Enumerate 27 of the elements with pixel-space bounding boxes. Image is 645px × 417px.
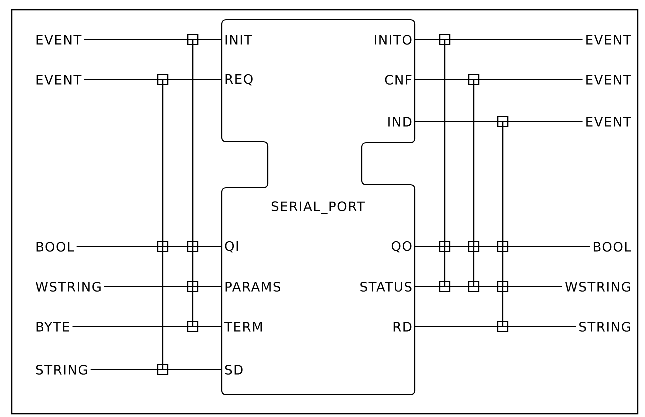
with-association-line [415,116,509,333]
port-label: CNF [385,75,412,85]
type-label: EVENT [586,117,632,127]
port-label: RD [394,322,412,332]
type-label: STRING [580,322,630,332]
port-label: INIT [226,35,252,45]
port-label: TERM [224,322,262,332]
type-label: EVENT [586,35,632,45]
port-label: REQ [226,74,253,86]
type-label: EVENT [36,35,82,45]
type-label: EVENT [36,75,82,85]
type-label: EVENT [586,75,632,85]
port-label: STATUS [360,282,412,292]
type-label: STRING [36,365,88,375]
port-label: SD [225,365,243,375]
port-label: QI [225,241,238,253]
port-label: QO [392,241,412,253]
port-label: INITO [375,35,412,45]
port-label: IND [388,117,412,127]
with-association-line [415,74,480,293]
type-label: WSTRING [36,282,101,292]
type-label: BOOL [36,242,74,252]
type-label: WSTRING [566,282,630,292]
with-association-line [415,34,451,293]
type-label: BOOL [594,242,632,252]
port-label: PARAMS [226,282,280,292]
type-label: BYTE [36,322,70,332]
